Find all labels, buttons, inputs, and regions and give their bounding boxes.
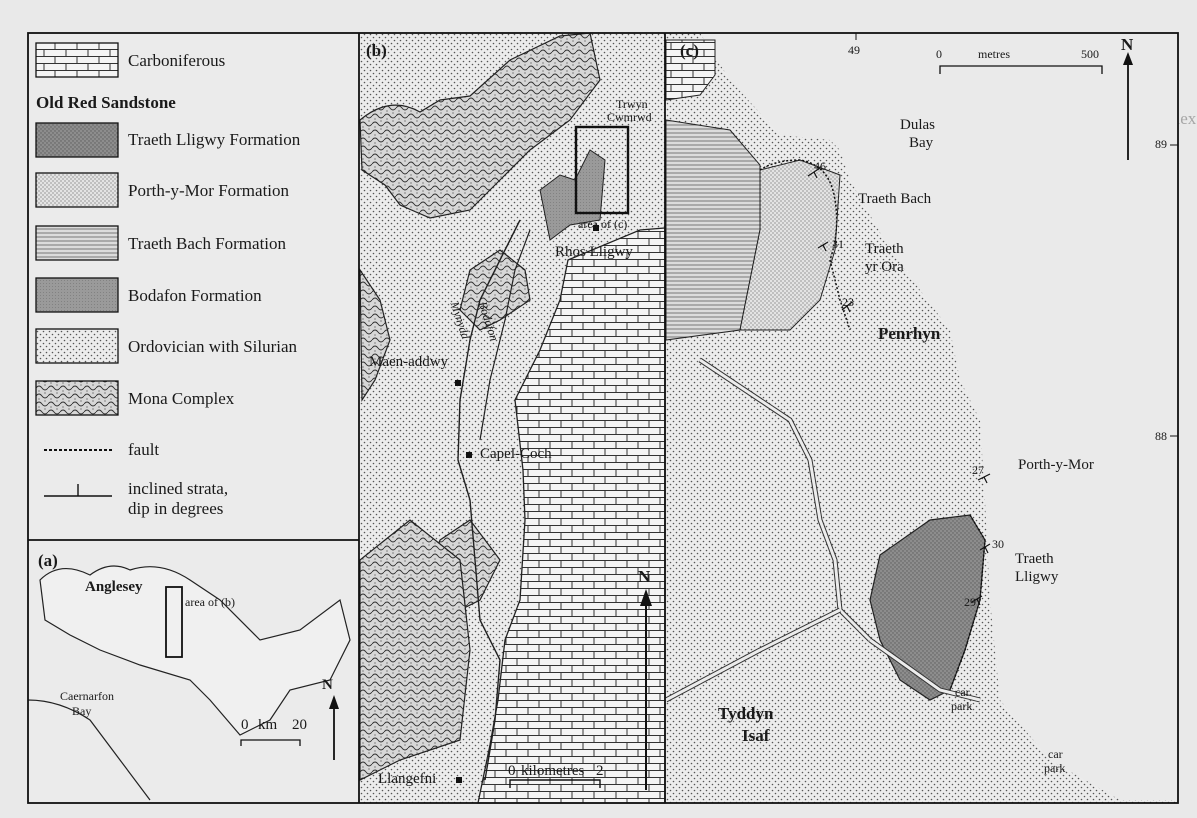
dip-23: 23 — [842, 295, 854, 309]
dip-29: 29 — [964, 595, 976, 609]
place-capel-coch: Capel-Coch — [480, 446, 552, 462]
car-park-a-1: car — [955, 685, 970, 699]
panel-c-map — [664, 33, 1178, 803]
place-penrhyn: Penrhyn — [878, 324, 941, 343]
legend-strata-1: inclined strata, — [128, 479, 229, 498]
panel-b-map — [359, 32, 666, 804]
dip-46: 46 — [814, 159, 826, 173]
panel-c-label: (c) — [680, 41, 699, 60]
place-yr-ora-1: Traeth — [865, 241, 904, 257]
grid-49: 49 — [848, 43, 860, 57]
place-dulas-1: Dulas — [900, 117, 935, 133]
place-maen-addwy: Maen-addwy — [369, 354, 449, 370]
place-trwyn-2: Cwmrwd — [607, 110, 652, 124]
legend-porth-y-mor: Porth-y-Mor Formation — [128, 181, 290, 200]
panel-b-scale-unit: kilometres — [521, 763, 585, 779]
panel-a-scale-max: 20 — [292, 717, 307, 733]
place-tyddyn-1: Tyddyn — [718, 704, 774, 723]
place-traeth-lligwy-2: Lligwy — [1015, 569, 1059, 585]
legend-carboniferous: Carboniferous — [128, 51, 226, 70]
panel-c-scale-max: 500 — [1081, 47, 1099, 61]
panel-a-north: N — [322, 677, 333, 693]
legend-mona: Mona Complex — [128, 389, 235, 408]
dip-31: 31 — [832, 237, 844, 251]
legend-traeth-bach: Traeth Bach Formation — [128, 234, 287, 253]
panel-b-scale-max: 2 — [596, 763, 604, 779]
car-park-a-2: park — [951, 699, 973, 713]
place-traeth-lligwy-1: Traeth — [1015, 551, 1054, 567]
caernarfon-bay-2: Bay — [72, 704, 92, 718]
car-park-b-1: car — [1048, 747, 1063, 761]
area-of-c-label: area of (c) — [578, 217, 628, 231]
grid-88: 88 — [1155, 429, 1167, 443]
grid-89: 89 — [1155, 137, 1167, 151]
place-trwyn-1: Trwyn — [616, 97, 648, 111]
legend-traeth-lligwy: Traeth Lligwy Formation — [128, 130, 301, 149]
dip-30: 30 — [992, 537, 1004, 551]
place-dulas-2: Bay — [909, 135, 934, 151]
panel-a-label: (a) — [38, 551, 58, 570]
place-yr-ora-2: yr Ora — [865, 259, 904, 275]
place-anglesey: Anglesey — [85, 579, 143, 595]
panel-a-scale-unit: km — [258, 717, 278, 733]
legend-ordovician: Ordovician with Silurian — [128, 337, 298, 356]
panel-b-label: (b) — [366, 41, 387, 60]
panel-a-map — [27, 565, 351, 801]
legend-fault: fault — [128, 440, 160, 459]
place-traeth-bach: Traeth Bach — [858, 191, 932, 207]
place-rhos-lligwy: Rhos Lligwy — [555, 244, 633, 260]
legend-bodafon: Bodafon Formation — [128, 286, 262, 305]
panel-b-scale-zero: 0 — [508, 763, 516, 779]
caernarfon-bay-1: Caernarfon — [60, 689, 114, 703]
legend-strata-2: dip in degrees — [128, 499, 224, 518]
panel-b-north: N — [638, 567, 651, 586]
panel-c-north: N — [1121, 35, 1134, 54]
place-porth-y-mor: Porth-y-Mor — [1018, 457, 1094, 473]
panel-c-scale-zero: 0 — [936, 47, 942, 61]
area-of-b-label: area of (b) — [185, 595, 235, 609]
place-tyddyn-2: Isaf — [742, 726, 770, 745]
place-llangefni: Llangefni — [378, 771, 437, 787]
panel-a-scale-zero: 0 — [241, 717, 249, 733]
panel-c-scale-unit: metres — [978, 47, 1010, 61]
legend-swatches — [35, 42, 119, 497]
legend-group-heading: Old Red Sandstone — [36, 93, 176, 112]
dip-27: 27 — [972, 463, 984, 477]
car-park-b-2: park — [1044, 761, 1066, 775]
